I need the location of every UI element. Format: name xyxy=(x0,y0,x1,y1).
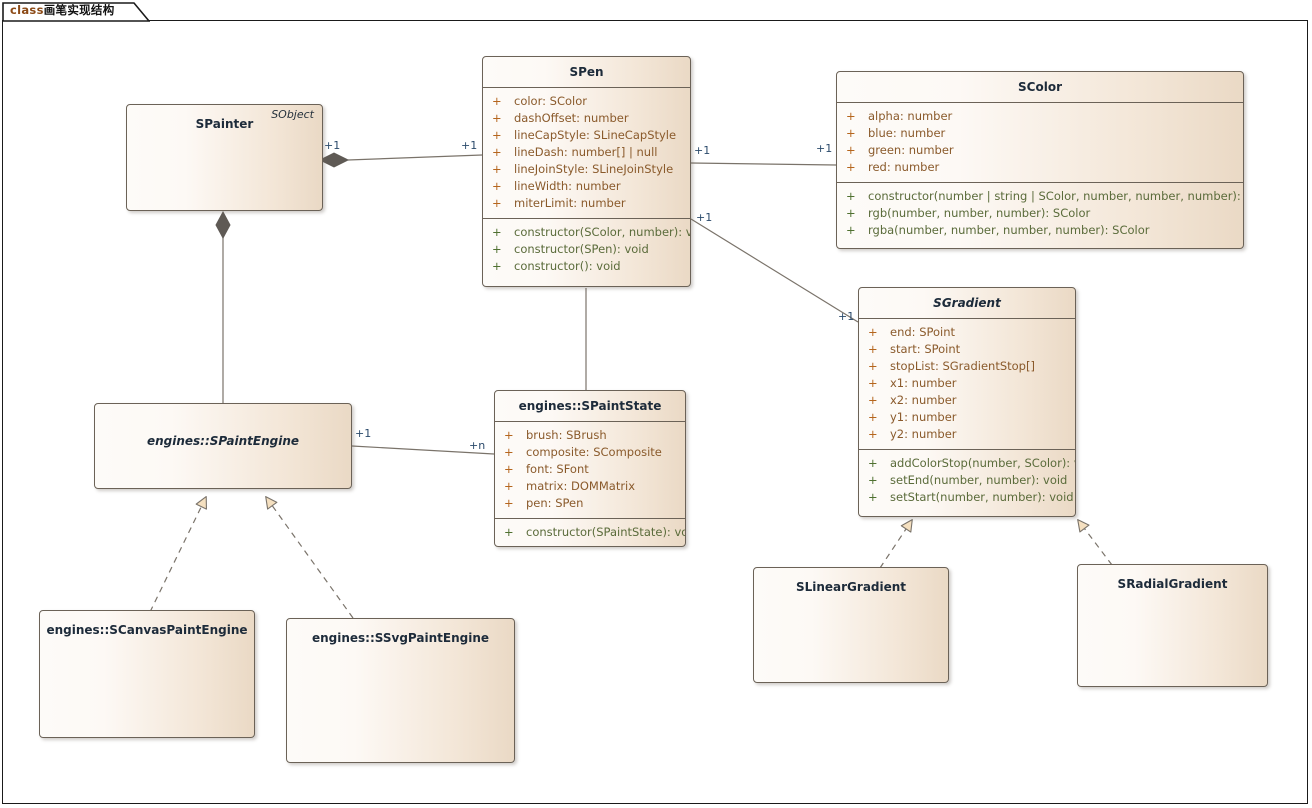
attribute-row: +brush: SBrush xyxy=(504,428,607,443)
attribute-row: +alpha: number xyxy=(846,109,953,124)
attribute-row: +green: number xyxy=(846,143,954,158)
operation-row: +constructor(SPen): void xyxy=(492,242,649,257)
operation-row: +constructor(number | string | SColor, n… xyxy=(846,189,1244,204)
compartment-divider xyxy=(837,182,1243,184)
class-name-scolor: SColor xyxy=(1018,80,1062,94)
compartment-divider xyxy=(483,87,690,89)
class-name-ssvgpaintengine: engines::SSvgPaintEngine xyxy=(311,631,490,645)
attribute-row: +blue: number xyxy=(846,126,946,141)
compartment-divider xyxy=(483,218,690,220)
operation-row: +constructor(): void xyxy=(492,259,621,274)
attribute-row: +start: SPoint xyxy=(868,342,961,357)
compartment-divider xyxy=(837,102,1243,104)
attribute-row: +dashOffset: number xyxy=(492,111,629,126)
class-box-slineargradient[interactable]: SLinearGradient xyxy=(753,567,949,683)
multiplicity-painter-pen-dst: +1 xyxy=(461,139,478,152)
class-box-ssvgpaintengine[interactable]: engines::SSvgPaintEngine xyxy=(286,618,515,763)
operation-row: +constructor(SPaintState): void xyxy=(504,525,686,540)
operations-compartment-spen: +constructor(SColor, number): void +cons… xyxy=(483,219,690,281)
attribute-row: +stopList: SGradientStop[] xyxy=(868,359,1035,374)
multiplicity-pen-color-src: +1 xyxy=(694,144,711,157)
attribute-row: +composite: SComposite xyxy=(504,445,662,460)
attribute-row: +lineWidth: number xyxy=(492,179,621,194)
class-name-spaintstate: engines::SPaintState xyxy=(518,399,662,413)
operation-row: +rgba(number, number, number, number): S… xyxy=(846,223,1150,238)
attributes-compartment-spen: +color: SColor +dashOffset: number +line… xyxy=(483,88,690,218)
multiplicity-painter-pen-src: +1 xyxy=(324,139,341,152)
multiplicity-pen-color-dst: +1 xyxy=(816,142,833,155)
operation-row: +setStart(number, number): void xyxy=(868,490,1074,505)
class-box-spainter[interactable]: SObject SPainter xyxy=(126,104,323,211)
class-box-sgradient[interactable]: SGradient +end: SPoint +start: SPoint +s… xyxy=(858,287,1076,517)
attributes-compartment-sgradient: +end: SPoint +start: SPoint +stopList: S… xyxy=(859,319,1075,449)
class-box-scolor[interactable]: SColor +alpha: number +blue: number +gre… xyxy=(836,71,1244,249)
class-name-spainter: SObject SPainter xyxy=(195,108,314,131)
attribute-row: +lineDash: number[] | null xyxy=(492,145,658,160)
diagram-title-prefix: class xyxy=(10,3,44,17)
class-box-spen[interactable]: SPen +color: SColor +dashOffset: number … xyxy=(482,56,691,287)
compartment-divider xyxy=(495,518,685,520)
multiplicity-engine-state-src: +1 xyxy=(355,427,372,440)
operations-compartment-scolor: +constructor(number | string | SColor, n… xyxy=(837,183,1243,245)
operations-compartment-sgradient: +addColorStop(number, SColor): void +set… xyxy=(859,450,1075,512)
attribute-row: +y2: number xyxy=(868,427,957,442)
attribute-row: +end: SPoint xyxy=(868,325,956,340)
diagram-title-name: 画笔实现结构 xyxy=(43,3,115,17)
attribute-row: +miterLimit: number xyxy=(492,196,626,211)
attribute-row: +x1: number xyxy=(868,376,957,391)
attributes-compartment-spaintstate: +brush: SBrush +composite: SComposite +f… xyxy=(495,422,685,518)
class-name-sgradient: SGradient xyxy=(933,296,1001,310)
diagram-title: class画笔实现结构 xyxy=(10,2,115,18)
attribute-row: +lineCapStyle: SLineCapStyle xyxy=(492,128,677,143)
diagram-title-tab[interactable] xyxy=(2,2,150,22)
operation-row: +rgb(number, number, number): SColor xyxy=(846,206,1091,221)
attribute-row: +matrix: DOMMatrix xyxy=(504,479,636,494)
attributes-compartment-scolor: +alpha: number +blue: number +green: num… xyxy=(837,103,1243,182)
compartment-divider xyxy=(859,318,1075,320)
multiplicity-engine-state-dst: +n xyxy=(469,439,486,452)
multiplicity-pen-gradient-src: +1 xyxy=(696,211,713,224)
multiplicity-pen-gradient-dst: +1 xyxy=(838,310,855,323)
class-name-spaintengine: engines::SPaintEngine xyxy=(146,434,300,448)
class-name-sradialgradient: SRadialGradient xyxy=(1117,577,1228,591)
attribute-row: +pen: SPen xyxy=(504,496,584,511)
class-name-spen: SPen xyxy=(569,65,604,79)
attribute-row: +y1: number xyxy=(868,410,957,425)
class-name-slineargradient: SLinearGradient xyxy=(795,580,907,594)
class-box-scanvaspaintengine[interactable]: engines::SCanvasPaintEngine xyxy=(39,610,255,738)
attribute-row: +font: SFont xyxy=(504,462,589,477)
attribute-row: +color: SColor xyxy=(492,94,587,109)
stereotype-sobject: SObject xyxy=(271,108,314,121)
class-box-sradialgradient[interactable]: SRadialGradient xyxy=(1077,564,1268,687)
compartment-divider xyxy=(495,421,685,423)
attribute-row: +lineJoinStyle: SLineJoinStyle xyxy=(492,162,674,177)
class-box-spaintstate[interactable]: engines::SPaintState +brush: SBrush +com… xyxy=(494,390,686,547)
operation-row: +constructor(SColor, number): void xyxy=(492,225,691,240)
compartment-divider xyxy=(859,449,1075,451)
attribute-row: +x2: number xyxy=(868,393,957,408)
operation-row: +addColorStop(number, SColor): void xyxy=(868,456,1075,471)
operation-row: +setEnd(number, number): void xyxy=(868,473,1068,488)
class-name-scanvaspaintengine: engines::SCanvasPaintEngine xyxy=(46,623,248,637)
class-box-spaintengine[interactable]: engines::SPaintEngine xyxy=(94,403,352,489)
operations-compartment-spaintstate: +constructor(SPaintState): void xyxy=(495,519,686,546)
attribute-row: +red: number xyxy=(846,160,940,175)
